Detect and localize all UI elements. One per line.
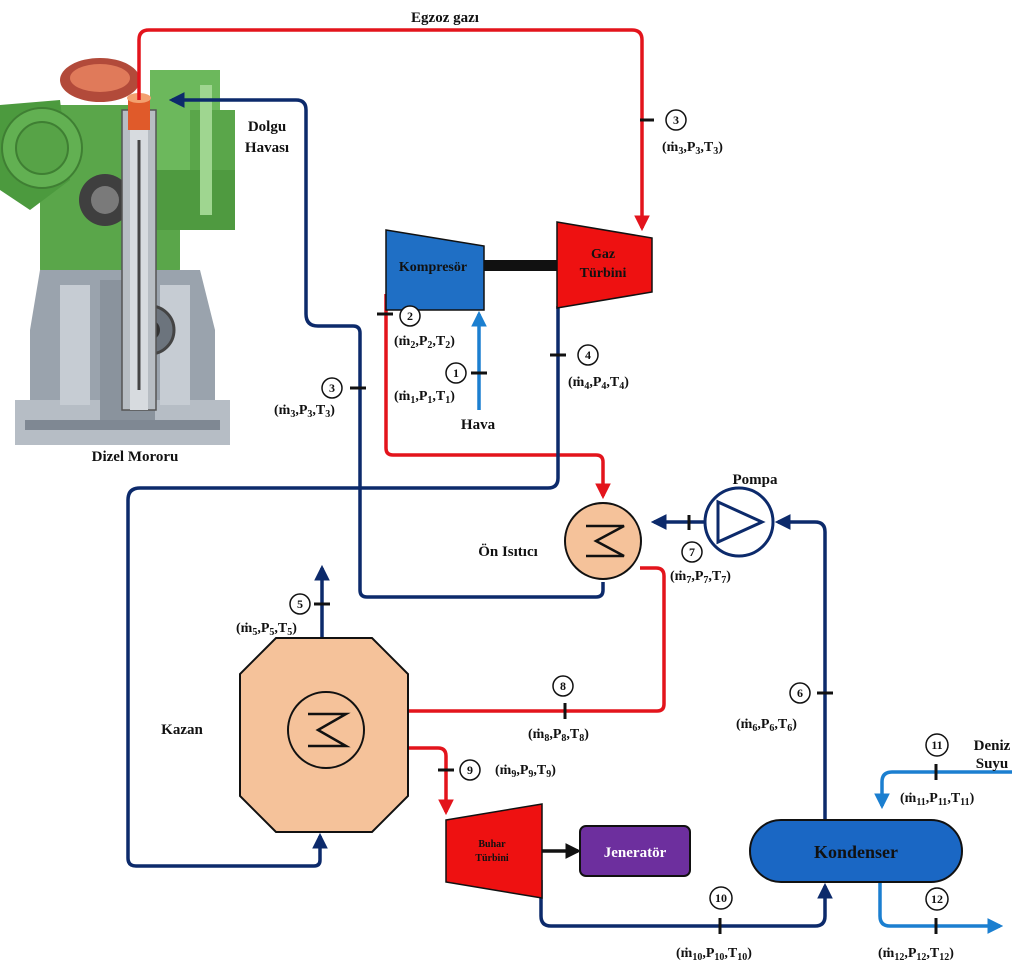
svg-text:(ṁ11,P11,T11): (ṁ11,P11,T11) (900, 791, 975, 808)
sea-water-outlet-line (878, 876, 1004, 934)
steam-turbine-label-line1: Buhar (478, 839, 506, 850)
state-3-charge-number: 3 (329, 381, 335, 395)
state-1-m: ṁ (399, 389, 411, 404)
charge-air-line (168, 92, 605, 599)
pump-label: Pompa (733, 472, 779, 488)
state-5: 5 (ṁ5,P5,T5) (236, 593, 311, 638)
state-3-exhaust: 3 (ṁ3,P3,T3) (662, 109, 723, 157)
air-label: Hava (461, 417, 496, 433)
preheater (564, 502, 642, 580)
state-1: 1 (ṁ1,P1,T1) (394, 362, 467, 406)
gas-turbine-label-line2: Türbini (580, 266, 627, 281)
turbine-exhaust-to-boiler-line (126, 306, 560, 868)
state-8: 8 (ṁ8,P8,T8) (528, 675, 589, 744)
compressor-to-preheater-line (384, 294, 611, 500)
compressor-turbine-shaft (484, 260, 557, 271)
compressor-label: Kompresör (399, 260, 467, 275)
engine-label: Dizel Mororu (92, 449, 179, 465)
condenser-label: Kondenser (814, 842, 898, 862)
boiler-label: Kazan (161, 722, 203, 738)
state-7-number: 7 (689, 545, 695, 559)
preheater-label: Ön Isıtıcı (478, 543, 538, 560)
gas-turbine: Gaz Türbini (556, 221, 653, 309)
state-3-exhaust-number: 3 (673, 113, 679, 127)
exhaust-gas-line (137, 28, 650, 232)
preheater-to-boiler-line (362, 566, 666, 719)
state-5-number: 5 (297, 597, 303, 611)
svg-text:(ṁ3,P3,T3): (ṁ3,P3,T3) (274, 403, 335, 420)
charge-air-label-line1: Dolgu (248, 119, 286, 135)
svg-text:(ṁ5,P5,T5): (ṁ5,P5,T5) (236, 621, 297, 638)
condenser-to-pump-line (774, 514, 827, 820)
state-10-number: 10 (715, 891, 727, 905)
svg-text:(ṁ1,P1,T1): (ṁ1,P1,T1) (394, 389, 455, 406)
state-10: 10 (ṁ10,P10,T10) (676, 886, 752, 963)
state-9: 9 (ṁ9,P9,T9) (459, 759, 556, 781)
boiler-to-steam-turbine-line (346, 746, 454, 816)
state-4-number: 4 (585, 348, 591, 362)
state-9-number: 9 (467, 763, 473, 777)
state-2: 2 (ṁ2,P2,T2) (394, 305, 455, 351)
steam-turbine-label-line2: Türbini (475, 853, 509, 864)
steam-turbine-to-condenser-line (539, 880, 833, 928)
state-8-number: 8 (560, 679, 566, 693)
state-4: 4 (ṁ4,P4,T4) (568, 344, 629, 392)
generator-label: Jeneratör (604, 845, 667, 861)
svg-text:(ṁ8,P8,T8): (ṁ8,P8,T8) (528, 727, 589, 744)
state-1-number: 1 (453, 366, 459, 380)
pump (703, 486, 775, 558)
state-11-number: 11 (931, 738, 942, 752)
diesel-engine-illustration (0, 58, 235, 445)
svg-text:(ṁ4,P4,T4): (ṁ4,P4,T4) (568, 375, 629, 392)
state-11: 11 (ṁ11,P11,T11) (900, 733, 975, 808)
state-6-number: 6 (797, 686, 803, 700)
sea-water-label-line1: Deniz (974, 738, 1011, 754)
gas-turbine-label-line1: Gaz (591, 247, 615, 262)
svg-text:(ṁ9,P9,T9): (ṁ9,P9,T9) (495, 763, 556, 780)
svg-text:(ṁ10,P10,T10): (ṁ10,P10,T10) (676, 946, 752, 963)
state-6: 6 (ṁ6,P6,T6) (736, 682, 811, 734)
sea-water-label-line2: Suyu (976, 756, 1009, 772)
state-2-number: 2 (407, 309, 413, 323)
svg-text:(ṁ2,P2,T2): (ṁ2,P2,T2) (394, 334, 455, 351)
state-3-charge-air: 3 (ṁ3,P3,T3) (274, 377, 343, 420)
compressor: Kompresör (385, 229, 485, 311)
sea-water-inlet-line (874, 770, 1012, 810)
generator: Jeneratör (579, 825, 691, 877)
condenser: Kondenser (749, 819, 963, 883)
svg-text:(ṁ12,P12,T12): (ṁ12,P12,T12) (878, 946, 954, 963)
svg-text:(ṁ7,P7,T7): (ṁ7,P7,T7) (670, 569, 731, 586)
boiler (239, 637, 409, 833)
exhaust-gas-label: Egzoz gazı (411, 10, 479, 26)
svg-text:(ṁ6,P6,T6): (ṁ6,P6,T6) (736, 717, 797, 734)
svg-text:(ṁ3,P3,T3): (ṁ3,P3,T3) (662, 140, 723, 157)
state-12-number: 12 (931, 892, 943, 906)
state-7: 7 (ṁ7,P7,T7) (670, 541, 731, 586)
charge-air-label-line2: Havası (245, 140, 289, 156)
steam-turbine: Buhar Türbini (445, 803, 543, 899)
state-ticks (314, 118, 938, 934)
state-12: 12 (ṁ12,P12,T12) (878, 887, 954, 963)
